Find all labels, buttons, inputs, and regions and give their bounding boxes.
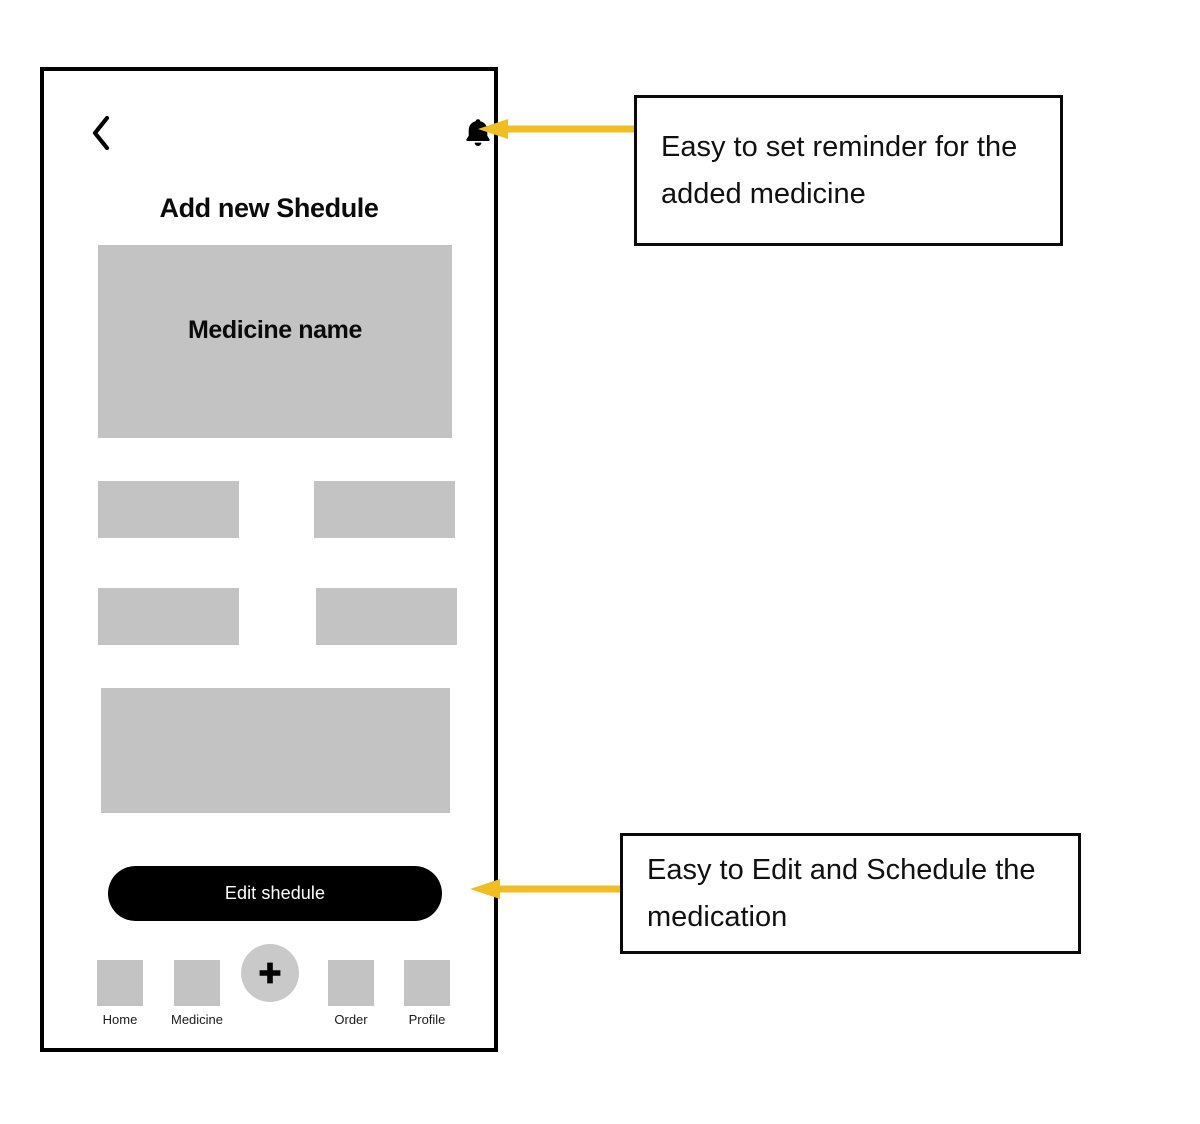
order-icon xyxy=(328,960,374,1006)
medicine-name-card[interactable]: Medicine name xyxy=(98,245,452,438)
back-button[interactable] xyxy=(84,113,118,153)
medicine-name-label: Medicine name xyxy=(187,316,363,344)
plus-icon xyxy=(257,960,283,986)
bell-icon xyxy=(465,118,491,148)
nav-item-order[interactable]: Order xyxy=(316,960,386,1027)
bottom-navigation-bar: Home Medicine Order Profile xyxy=(44,944,494,1034)
annotation-arrow-edit xyxy=(470,876,626,902)
phone-frame: Add new Shedule Medicine name Edit shedu… xyxy=(40,67,498,1052)
annotation-box-reminder: Easy to set reminder for the added medic… xyxy=(634,95,1063,246)
notification-bell-button[interactable] xyxy=(458,113,498,153)
nav-label-home: Home xyxy=(102,1012,138,1027)
nav-item-medicine[interactable]: Medicine xyxy=(162,960,232,1027)
add-fab-button[interactable] xyxy=(241,944,299,1002)
chevron-left-icon xyxy=(91,116,111,150)
field-placeholder-time-left[interactable] xyxy=(98,588,239,645)
profile-icon xyxy=(404,960,450,1006)
field-placeholder-notes[interactable] xyxy=(101,688,450,813)
field-placeholder-time-right[interactable] xyxy=(316,588,457,645)
nav-item-profile[interactable]: Profile xyxy=(392,960,462,1027)
field-placeholder-dose-left[interactable] xyxy=(98,481,239,538)
annotation-arrow-reminder xyxy=(478,116,638,142)
annotation-text-edit: Easy to Edit and Schedule the medication xyxy=(647,853,1036,933)
pill-icon xyxy=(174,960,220,1006)
edit-schedule-button[interactable]: Edit shedule xyxy=(108,866,442,921)
home-icon xyxy=(97,960,143,1006)
nav-label-medicine: Medicine xyxy=(170,1012,224,1027)
annotation-box-edit: Easy to Edit and Schedule the medication xyxy=(620,833,1081,954)
app-topbar xyxy=(44,113,494,159)
field-placeholder-dose-right[interactable] xyxy=(314,481,455,538)
nav-label-order: Order xyxy=(334,1012,368,1027)
page-title: Add new Shedule xyxy=(159,193,379,223)
nav-label-profile: Profile xyxy=(408,1012,446,1027)
annotation-text-reminder: Easy to set reminder for the added medic… xyxy=(661,130,1018,210)
nav-item-home[interactable]: Home xyxy=(85,960,155,1027)
